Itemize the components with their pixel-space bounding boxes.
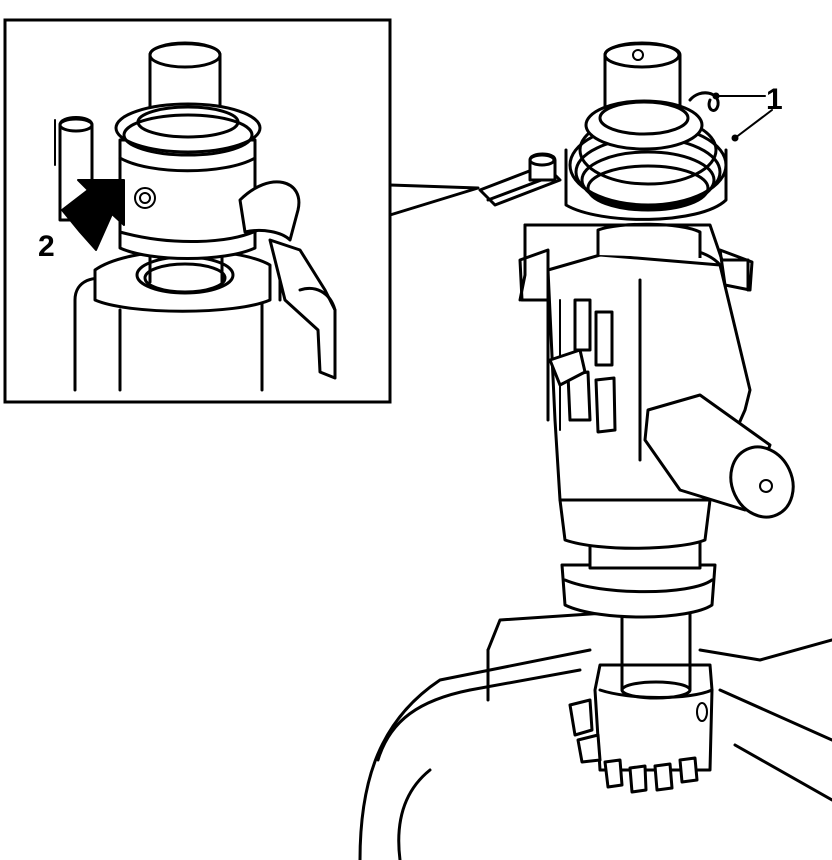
callout-2: 2 bbox=[38, 230, 55, 263]
lower-flange bbox=[558, 498, 717, 619]
bottom-gear bbox=[568, 663, 714, 794]
inset-collar bbox=[114, 102, 262, 260]
upper-shaft bbox=[596, 41, 702, 258]
steering-shaft-assembly bbox=[358, 41, 832, 860]
callout-1: 1 bbox=[766, 83, 783, 116]
inset-housing bbox=[73, 249, 282, 392]
lower-shaft bbox=[620, 610, 692, 700]
inset-spring-tab bbox=[238, 180, 337, 380]
inset-pointer bbox=[388, 183, 480, 217]
clock-spring bbox=[478, 91, 728, 221]
base-housing bbox=[358, 610, 832, 860]
detail-inset bbox=[3, 18, 480, 404]
arrow-icon bbox=[61, 179, 125, 251]
callout-1-leaders bbox=[712, 92, 773, 142]
side-boss bbox=[643, 393, 795, 519]
spring-bracket bbox=[518, 223, 750, 302]
